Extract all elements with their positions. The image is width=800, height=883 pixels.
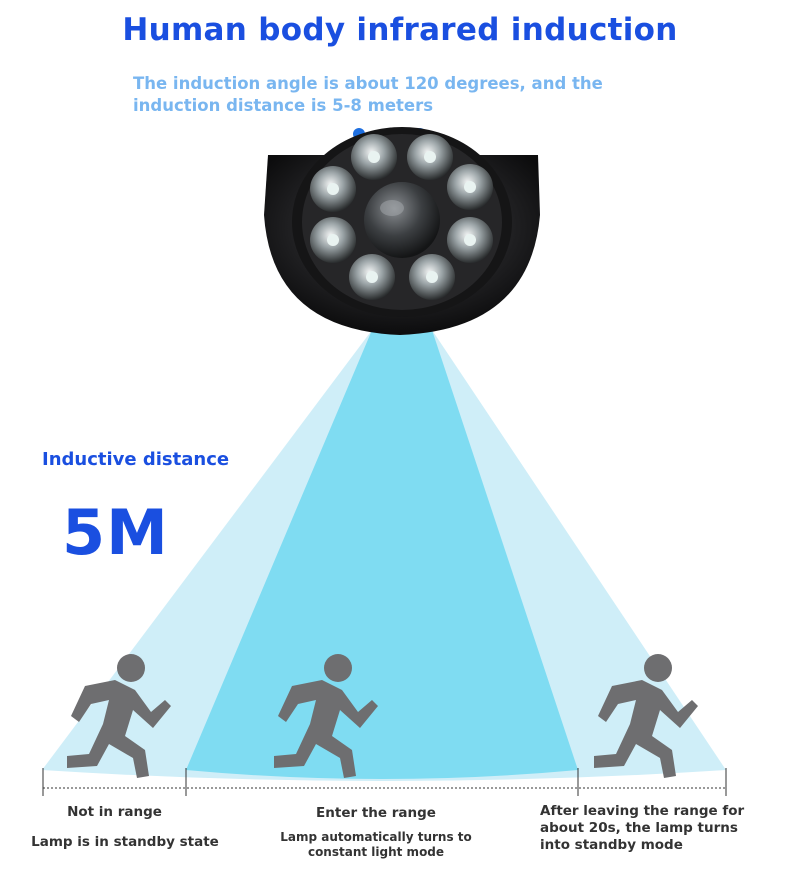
running-figure-left-icon <box>67 654 171 778</box>
zone-right-desc: After leaving the range for about 20s, t… <box>540 803 745 853</box>
range-dimension-line <box>42 768 727 796</box>
page-title: Human body infrared induction <box>122 12 678 48</box>
zone-middle-title: Enter the range <box>316 805 436 821</box>
distance-value: 5M <box>62 496 169 569</box>
running-figure-middle-icon <box>274 654 378 778</box>
sensor-device <box>264 127 540 335</box>
beam-inner <box>186 330 578 779</box>
zone-left-desc: Lamp is in standby state <box>31 834 219 850</box>
zone-left-title: Not in range <box>67 804 162 820</box>
running-figure-right-icon <box>594 654 698 778</box>
zone-middle-desc: Lamp automatically turns to constant lig… <box>280 830 472 859</box>
distance-label: Inductive distance <box>42 449 230 470</box>
sensor-lens <box>364 182 440 258</box>
ir-led-ring <box>310 134 493 300</box>
page-subtitle: The induction angle is about 120 degrees… <box>133 74 603 115</box>
